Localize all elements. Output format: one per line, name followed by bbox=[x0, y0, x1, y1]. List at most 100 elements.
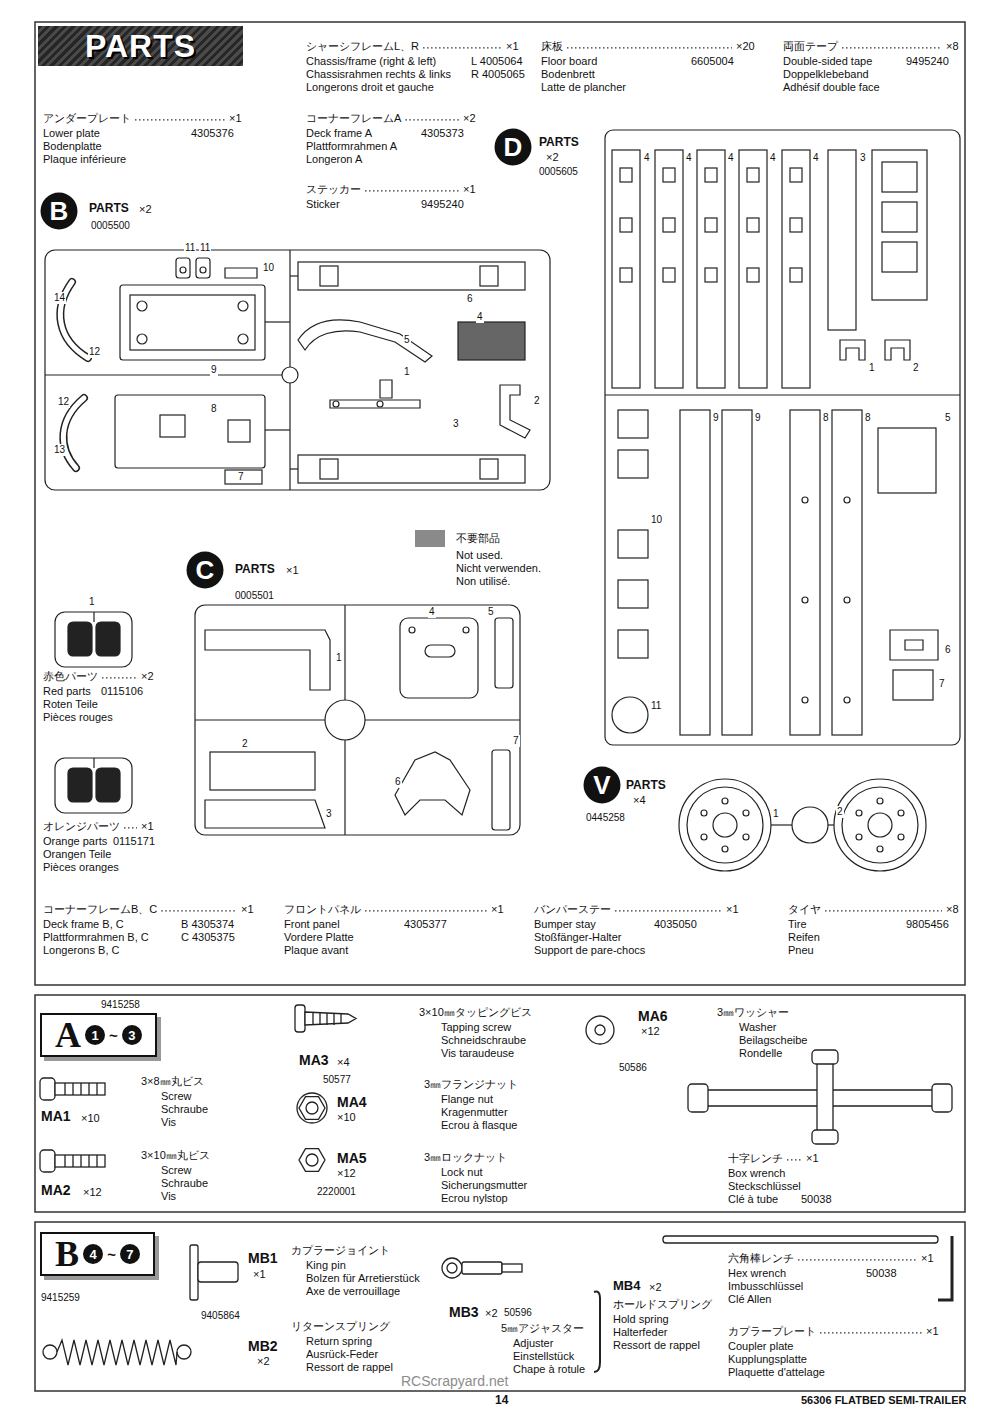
quantity: ×1 bbox=[240, 903, 255, 916]
callout-number: 5 bbox=[403, 334, 411, 346]
callout-number: 12 bbox=[88, 346, 101, 358]
quantity: ×4 bbox=[336, 1056, 351, 1069]
sprue-letter-circle: V bbox=[583, 766, 621, 804]
sprue-d bbox=[802, 597, 808, 603]
callout-number: 14 bbox=[53, 292, 66, 304]
sprue-d bbox=[790, 268, 802, 282]
wheels-v bbox=[743, 834, 749, 840]
sprue-d bbox=[697, 150, 725, 388]
hardware-illustration bbox=[447, 1263, 457, 1273]
part-name: Latte de plancher bbox=[540, 81, 627, 94]
sprue-d bbox=[782, 150, 810, 388]
callout-number: 8 bbox=[210, 403, 218, 415]
sprue-d bbox=[739, 150, 767, 388]
sprue-b bbox=[225, 268, 257, 278]
callout-number: 9 bbox=[210, 364, 218, 376]
dotted-leader bbox=[124, 827, 137, 828]
sprue-d bbox=[790, 218, 802, 232]
part-name: Longerons droit et gauche bbox=[305, 81, 435, 94]
part-name: Ecrou à flasque bbox=[440, 1119, 518, 1132]
part-name: Plaque avant bbox=[283, 944, 349, 957]
quantity: ×2 bbox=[545, 151, 560, 164]
parts-heading: PARTS bbox=[88, 202, 130, 216]
sprue-d bbox=[618, 450, 648, 478]
sprue-letter-circle: D bbox=[494, 128, 532, 166]
part-name: Schneidschraube bbox=[440, 1034, 527, 1047]
sprue-d bbox=[618, 530, 648, 558]
hardware-code: MB1 bbox=[247, 1250, 279, 1266]
part-name: オレンジパーツ bbox=[42, 820, 121, 833]
bag-step: ~ bbox=[107, 1246, 116, 1263]
part-name: 5㎜アジャスター bbox=[500, 1322, 585, 1335]
quantity: ×1 bbox=[252, 1268, 267, 1281]
part-name: Sicherungsmutter bbox=[440, 1179, 528, 1192]
sprue-b bbox=[130, 295, 255, 350]
red-parts bbox=[96, 622, 120, 656]
part-name: Plaque inférieure bbox=[42, 153, 127, 166]
wheels-v bbox=[898, 810, 904, 816]
part-name: Doppelklebeband bbox=[782, 68, 870, 81]
sprue-b bbox=[196, 258, 210, 278]
hardware-illustration bbox=[595, 1025, 605, 1035]
part-name: シャーシフレームL、R bbox=[305, 40, 420, 53]
part-name: Double-sided tape bbox=[782, 55, 873, 68]
sprue-d bbox=[872, 150, 927, 300]
part-name: Orangen Teile bbox=[42, 848, 112, 861]
callout-number: 8 bbox=[864, 412, 872, 424]
callout-number: 11 bbox=[650, 700, 662, 712]
bag-step: A bbox=[55, 1017, 81, 1053]
red-parts bbox=[93, 612, 94, 622]
sprue-b bbox=[289, 250, 290, 367]
sprue-c bbox=[409, 627, 415, 633]
callout-number: 9 bbox=[712, 412, 720, 424]
bag-step: 7 bbox=[120, 1244, 140, 1264]
callout-number: 5 bbox=[944, 412, 952, 424]
quantity: ×1 bbox=[925, 1325, 940, 1338]
hardware-code: MA2 bbox=[40, 1182, 72, 1198]
hardware-illustration bbox=[40, 1150, 55, 1172]
wheels-v bbox=[713, 813, 737, 837]
quantity: ×4 bbox=[632, 794, 647, 807]
part-name: Roten Teile bbox=[42, 698, 99, 711]
part-name: カプラープレート bbox=[727, 1325, 817, 1338]
part-name: Washer bbox=[738, 1021, 778, 1034]
part-name: Sticker bbox=[305, 198, 341, 211]
part-name: Lower plate bbox=[42, 127, 101, 140]
hardware-illustration bbox=[55, 1083, 105, 1095]
part-name: Ausrück-Feder bbox=[305, 1348, 379, 1361]
sprue-b bbox=[63, 398, 84, 468]
circle-outline bbox=[584, 767, 621, 804]
sprue-d bbox=[605, 394, 960, 395]
sprue-c bbox=[492, 750, 510, 830]
hardware-illustration bbox=[57, 1340, 177, 1365]
part-number: 50596 bbox=[503, 1307, 533, 1319]
sprue-b bbox=[289, 383, 290, 490]
part-number: 9405864 bbox=[200, 1310, 241, 1322]
orange-parts bbox=[55, 758, 132, 813]
dotted-leader bbox=[798, 1259, 917, 1260]
sprue-d bbox=[790, 410, 820, 735]
wheels-v bbox=[701, 834, 707, 840]
hardware-illustration bbox=[812, 1050, 838, 1064]
callout-number: 10 bbox=[262, 262, 275, 274]
hardware-code: MB2 bbox=[247, 1338, 279, 1354]
dotted-leader bbox=[365, 190, 459, 191]
legend-swatch bbox=[415, 530, 445, 547]
callout-number: 2 bbox=[836, 806, 844, 818]
parts-heading: PARTS bbox=[625, 779, 667, 793]
sprue-c bbox=[425, 645, 455, 657]
part-name: Chassis/frame (right & left) bbox=[305, 55, 437, 68]
hardware-illustration bbox=[688, 1084, 708, 1112]
sprue-d bbox=[655, 150, 683, 388]
page-frame bbox=[35, 1222, 965, 1391]
part-name: Bodenbrett bbox=[540, 68, 596, 81]
hardware-code: MA1 bbox=[40, 1108, 72, 1124]
part-number: 9495240 bbox=[905, 55, 950, 68]
part-name: Ecrou nylstop bbox=[440, 1192, 509, 1205]
part-name: Coupler plate bbox=[727, 1340, 794, 1353]
sprue-c bbox=[463, 627, 469, 633]
wheels-v bbox=[877, 798, 883, 804]
hardware-illustration bbox=[190, 1245, 198, 1300]
part-number: 2220001 bbox=[316, 1186, 357, 1198]
sprue-d bbox=[802, 497, 808, 503]
